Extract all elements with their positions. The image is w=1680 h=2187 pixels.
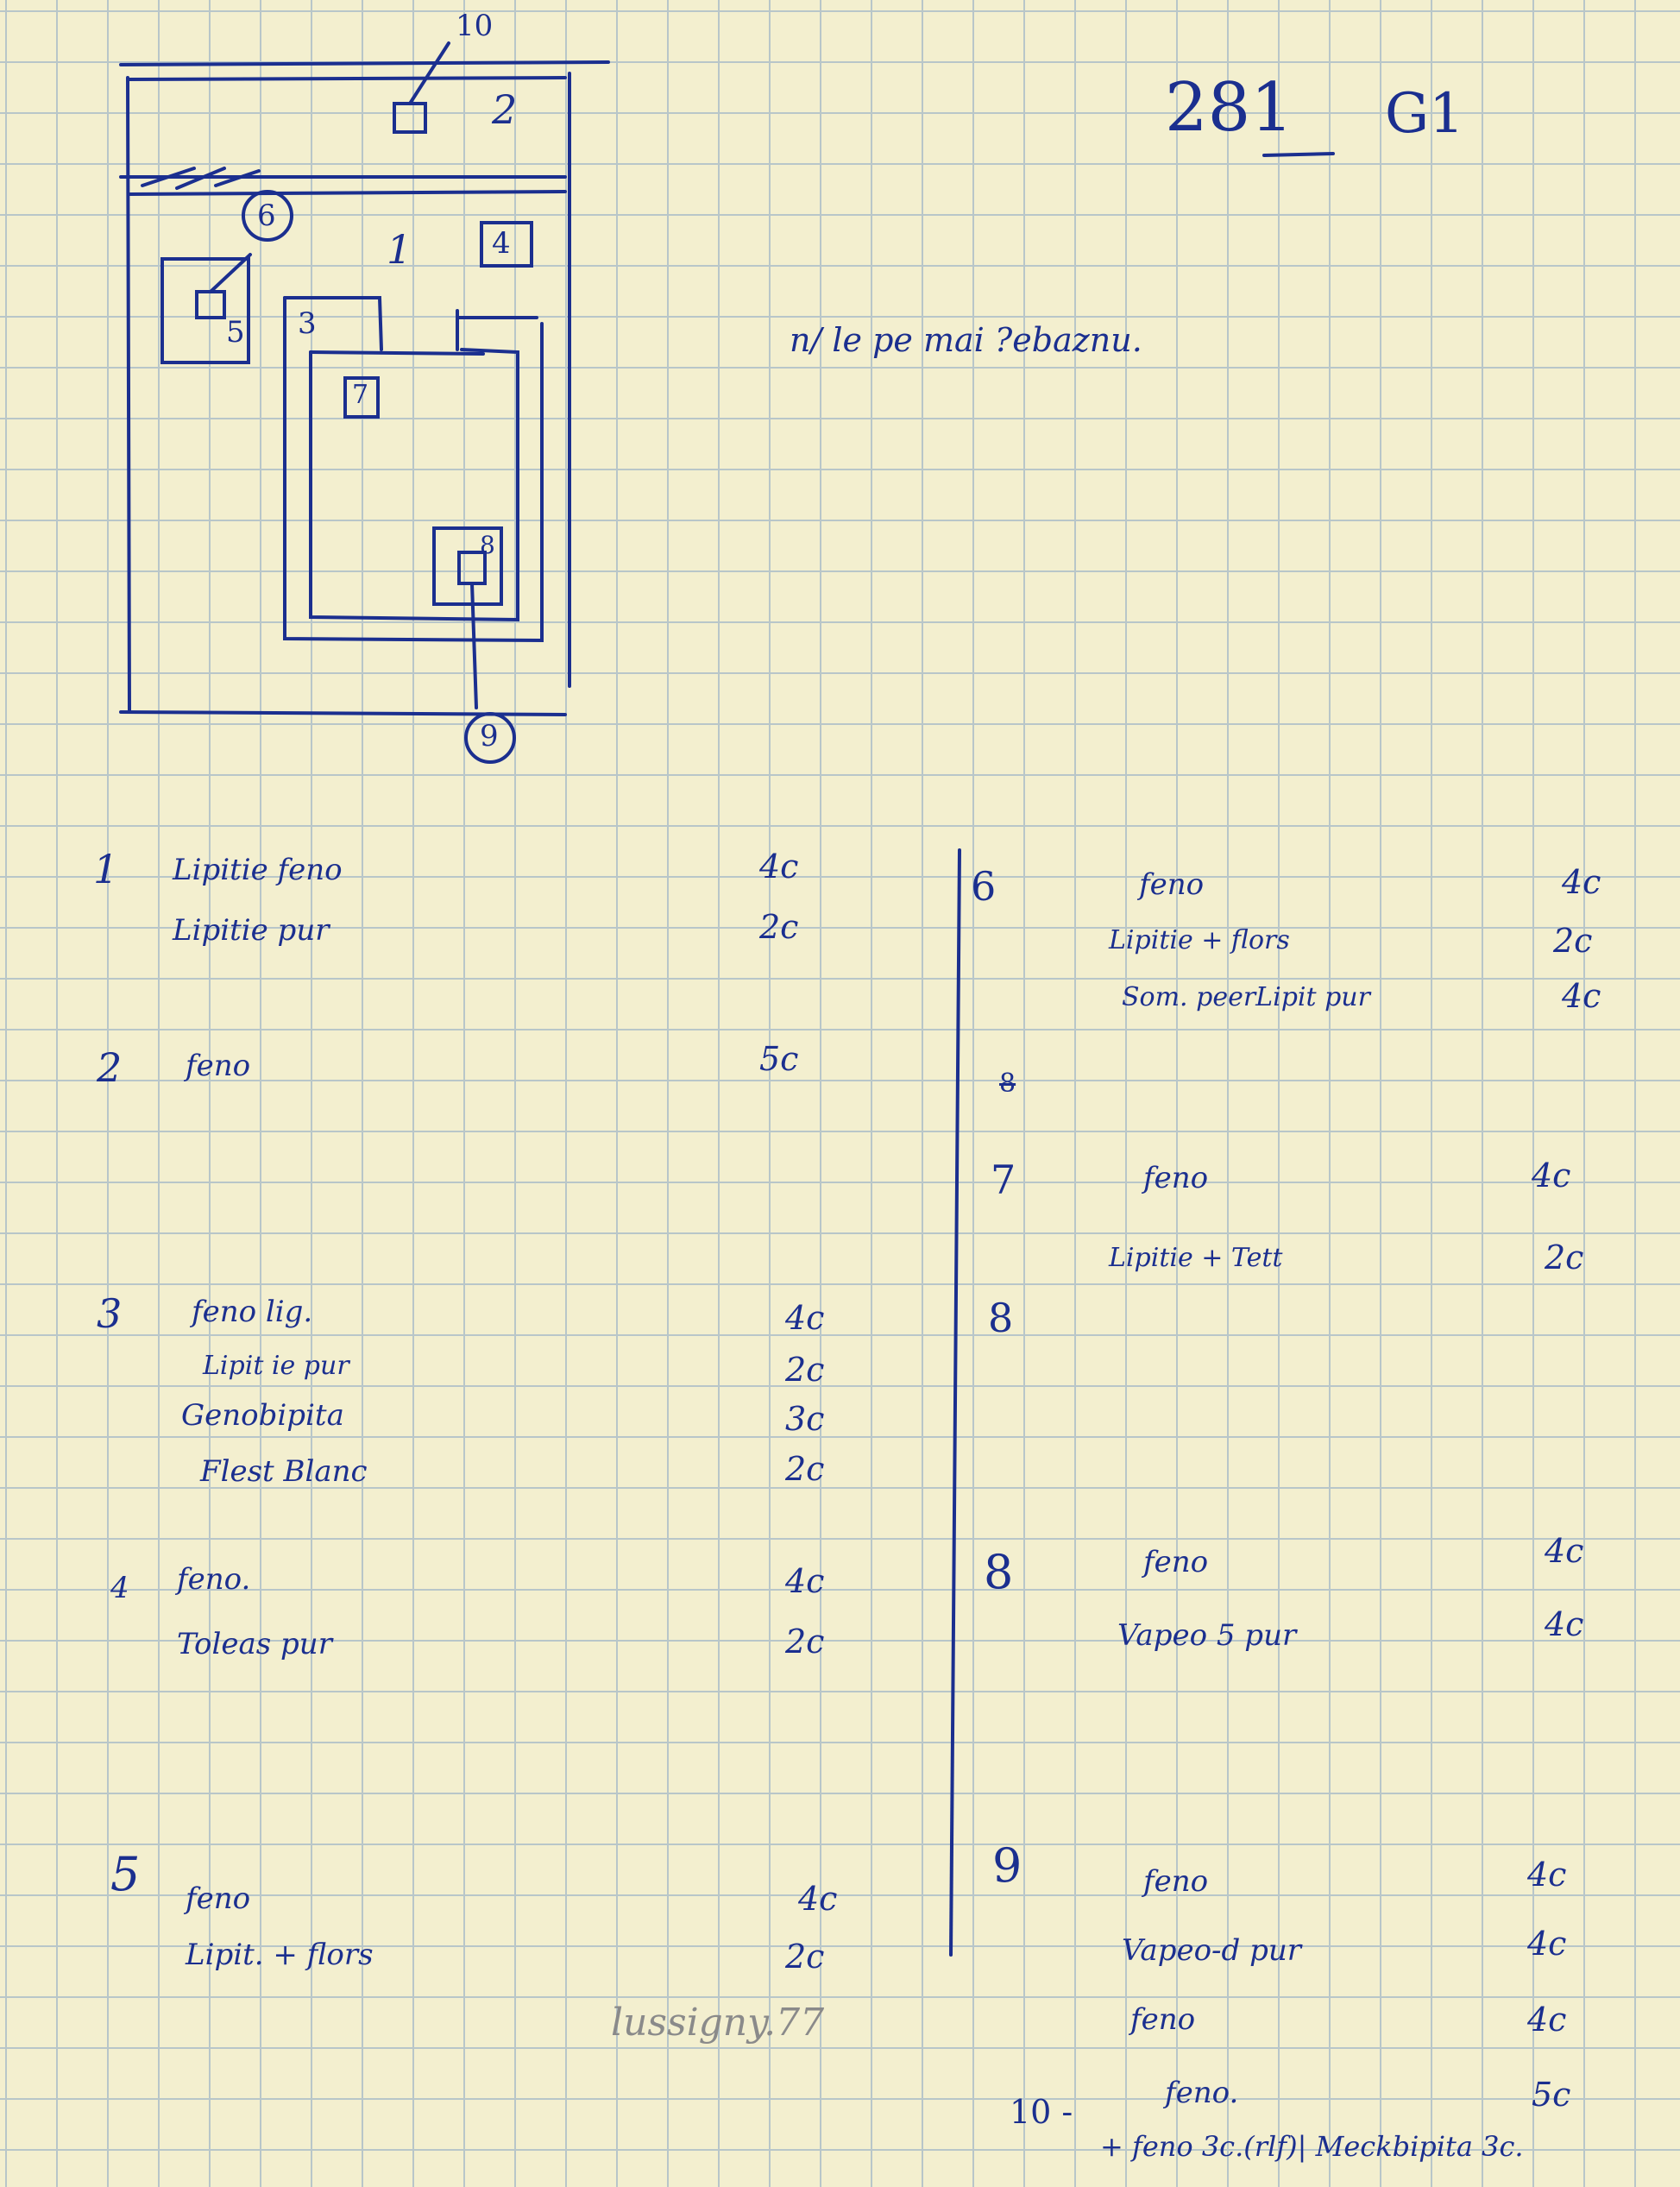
frame-left-line <box>126 76 131 714</box>
box-5 <box>195 290 226 319</box>
left-group-3-num: 3 <box>97 1290 123 1337</box>
right-group-6-count-3: 4c <box>1562 977 1601 1015</box>
sheet-code-number: 281 <box>1165 69 1293 147</box>
right-group-7-line-2: Lipitie + Tett <box>1109 1243 1283 1273</box>
left-group-4-count-2: 2c <box>785 1623 825 1661</box>
right-group-8b-count-2: 4c <box>1545 1605 1584 1643</box>
box-7 <box>343 376 380 419</box>
left-group-1-line-2: Lipitie pur <box>173 913 330 948</box>
right-group-6-line-3: Som. peerLipit pur <box>1122 982 1370 1012</box>
right-group-7-line-1: feno <box>1143 1161 1209 1195</box>
frame-top-line <box>119 60 610 66</box>
crossed-out-mark: 8 <box>999 1068 1016 1099</box>
left-group-3-line-1: feno lig. <box>192 1295 313 1329</box>
right-group-9-count-3: 4c <box>1527 2001 1567 2039</box>
box-4 <box>480 221 533 268</box>
right-group-7-count-2: 2c <box>1545 1238 1584 1276</box>
right-group-8a-num: 8 <box>988 1295 1014 1341</box>
left-group-3-line-4: Flest Blanc <box>200 1454 368 1489</box>
left-group-5-count-2: 2c <box>785 1938 825 1976</box>
left-group-1-line-1: Lipitie feno <box>173 853 343 887</box>
column-divider <box>949 848 961 1957</box>
left-group-3-count-4: 2c <box>785 1450 825 1488</box>
right-group-10-count-1: 5c <box>1532 2076 1571 2114</box>
left-group-1-num: 1 <box>93 846 119 892</box>
left-group-5-line-1: feno <box>186 1881 251 1916</box>
right-group-6-line-2: Lipitie + flors <box>1109 925 1290 955</box>
diagram-label-4: 4 <box>492 226 511 261</box>
area-8 <box>432 526 503 606</box>
left-group-3-line-3: Genobipita <box>181 1398 344 1433</box>
right-group-9-line-3: feno <box>1130 2002 1196 2037</box>
left-group-5-line-2: Lipit. + flors <box>186 1938 374 1972</box>
bracket-right <box>456 309 538 351</box>
left-group-3-count-1: 4c <box>785 1299 825 1337</box>
diagram-label-2: 2 <box>492 86 518 133</box>
left-group-3-line-2: Lipit ie pur <box>203 1351 349 1381</box>
inner-area-7 <box>309 348 519 622</box>
right-group-6-count-2: 2c <box>1553 922 1593 960</box>
left-group-4-count-1: 4c <box>785 1562 825 1600</box>
left-group-4-line-2: Toleas pur <box>177 1627 332 1661</box>
right-group-9-count-1: 4c <box>1527 1856 1567 1894</box>
outer-area-3 <box>283 296 544 643</box>
inner-top <box>309 350 485 356</box>
right-group-9-num: 9 <box>992 1838 1022 1893</box>
right-group-7-count-1: 4c <box>1532 1157 1571 1194</box>
leader-6 <box>209 253 252 293</box>
diagram-label-1: 1 <box>387 226 412 273</box>
footer-addition-line: + feno 3c.(rlf)| Meckbipita 3c. <box>1100 2130 1524 2163</box>
right-group-10-num: 10 - <box>1010 2093 1073 2131</box>
right-group-6-count-1: 4c <box>1562 863 1601 901</box>
left-group-5-count-1: 4c <box>798 1880 838 1918</box>
divider-hatching <box>119 167 567 196</box>
left-group-5-num: 5 <box>110 1847 141 1901</box>
left-group-2-line-1: feno <box>186 1049 251 1083</box>
left-group-4-num: 4 <box>110 1571 129 1605</box>
right-group-9-line-1: feno <box>1143 1864 1209 1899</box>
circle-9 <box>464 712 516 764</box>
diagram-label-8: 8 <box>480 531 495 559</box>
diagram-label-9: 9 <box>480 719 499 753</box>
left-group-4-line-1: feno. <box>177 1562 251 1597</box>
diagram-label-3: 3 <box>298 306 317 341</box>
box-10 <box>393 102 427 134</box>
right-group-6-line-1: feno <box>1139 867 1205 902</box>
area-5 <box>160 257 250 364</box>
right-group-9-count-2: 4c <box>1527 1925 1567 1963</box>
box-3 <box>283 296 383 351</box>
left-group-2-num: 2 <box>97 1044 123 1091</box>
left-group-2-count-1: 5c <box>759 1040 799 1078</box>
leader-10 <box>408 41 450 105</box>
right-group-6-num: 6 <box>971 863 997 910</box>
right-group-7-num: 7 <box>991 1157 1016 1203</box>
pencil-stamp: lussigny.77 <box>611 2001 825 2045</box>
right-group-8b-line-2: Vapeo 5 pur <box>1117 1618 1297 1653</box>
left-group-3-count-2: 2c <box>785 1351 825 1389</box>
right-group-8b-count-1: 4c <box>1545 1532 1584 1570</box>
note-line: n/ le pe mai ?ebaznu. <box>790 321 1142 359</box>
frame-inner-top <box>126 76 567 81</box>
leader-9 <box>470 582 478 709</box>
diagram-label-6: 6 <box>257 199 276 233</box>
circle-6 <box>242 190 293 242</box>
sheet-code-letter: G1 <box>1385 82 1464 146</box>
header-underline <box>1262 152 1335 157</box>
left-group-1-count-2: 2c <box>759 908 799 946</box>
diagram-label-10: 10 <box>456 9 494 43</box>
right-group-8b-num: 8 <box>984 1545 1014 1599</box>
diagram-label-5: 5 <box>226 315 245 350</box>
left-group-3-count-3: 3c <box>785 1400 825 1438</box>
right-group-9-line-2: Vapeo-d pur <box>1122 1933 1302 1968</box>
diagram-label-7: 7 <box>352 380 369 410</box>
right-group-8b-line-1: feno <box>1143 1545 1209 1579</box>
left-group-1-count-1: 4c <box>759 848 799 886</box>
right-group-10-line-1: feno. <box>1165 2076 1239 2110</box>
